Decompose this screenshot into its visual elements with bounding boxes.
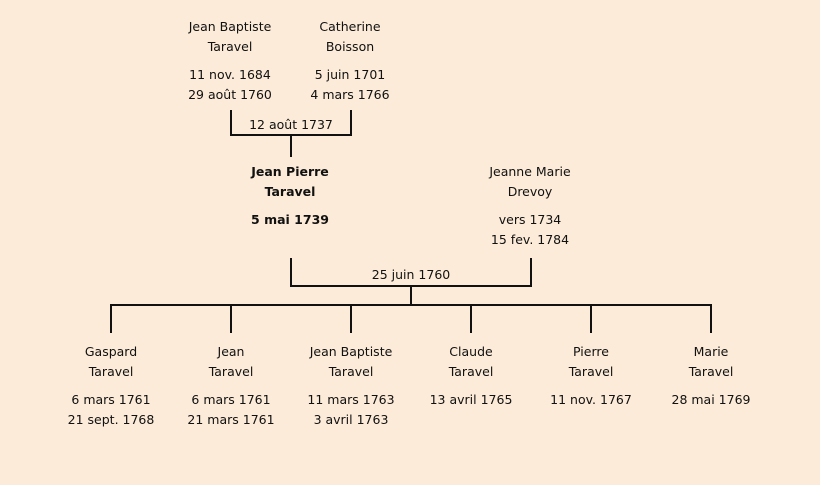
- connector-line: [110, 304, 712, 306]
- connector-line: [350, 110, 352, 136]
- person-last-name[interactable]: Taravel: [448, 364, 494, 379]
- person-first-name[interactable]: Claude: [449, 344, 493, 359]
- person-first-name[interactable]: Catherine: [319, 19, 381, 34]
- connector-line: [230, 304, 232, 333]
- connector-line: [350, 304, 352, 333]
- birth-date: 6 mars 1761: [71, 392, 151, 407]
- person-last-name[interactable]: Taravel: [264, 184, 316, 199]
- subject-marriage-date: 25 juin 1760: [371, 267, 451, 282]
- death-date: 21 mars 1761: [187, 412, 275, 427]
- spacer: [460, 202, 600, 210]
- person-first-name[interactable]: Jean Baptiste: [188, 19, 272, 34]
- spacer: [521, 382, 661, 390]
- person-first-name[interactable]: Marie: [693, 344, 729, 359]
- connector-line: [110, 304, 112, 333]
- connector-line: [470, 304, 472, 333]
- person-last-name[interactable]: Taravel: [88, 364, 134, 379]
- connector-line: [710, 304, 712, 333]
- connector-line: [290, 134, 292, 157]
- person-last-name[interactable]: Drevoy: [507, 184, 553, 199]
- spacer: [281, 382, 421, 390]
- parents-marriage-date: 12 août 1737: [249, 117, 333, 132]
- death-date: 15 fev. 1784: [490, 232, 570, 247]
- death-date: 3 avril 1763: [313, 412, 389, 427]
- birth-date: 6 mars 1761: [191, 392, 271, 407]
- person-first-name[interactable]: Gaspard: [84, 344, 138, 359]
- birth-date: 11 nov. 1767: [550, 392, 632, 407]
- birth-date: 11 mars 1763: [307, 392, 395, 407]
- death-date: 29 août 1760: [188, 87, 272, 102]
- death-date: 4 mars 1766: [310, 87, 390, 102]
- person-first-name[interactable]: Jean Pierre: [251, 164, 329, 179]
- birth-date: 5 juin 1701: [314, 67, 386, 82]
- person-last-name[interactable]: Taravel: [328, 364, 374, 379]
- spacer: [220, 202, 360, 210]
- spacer: [160, 57, 300, 65]
- person-last-name[interactable]: Taravel: [568, 364, 614, 379]
- death-date: 21 sept. 1768: [67, 412, 155, 427]
- person-first-name[interactable]: Jean: [217, 344, 245, 359]
- spacer: [41, 382, 181, 390]
- spacer: [161, 382, 301, 390]
- connector-line: [410, 285, 412, 306]
- connector-line: [530, 258, 532, 287]
- connector-line: [230, 110, 232, 136]
- spacer: [401, 382, 541, 390]
- spacer: [280, 57, 420, 65]
- spacer: [641, 382, 781, 390]
- birth-date: 5 mai 1739: [251, 212, 329, 227]
- person-last-name[interactable]: Boisson: [325, 39, 375, 54]
- birth-date: vers 1734: [498, 212, 562, 227]
- person-first-name[interactable]: Jean Baptiste: [309, 344, 393, 359]
- connector-line: [590, 304, 592, 333]
- person-first-name[interactable]: Jeanne Marie: [489, 164, 571, 179]
- person-last-name[interactable]: Taravel: [207, 39, 253, 54]
- birth-date: 28 mai 1769: [671, 392, 751, 407]
- person-last-name[interactable]: Taravel: [208, 364, 254, 379]
- birth-date: 13 avril 1765: [429, 392, 513, 407]
- person-last-name[interactable]: Taravel: [688, 364, 734, 379]
- connector-line: [290, 258, 292, 287]
- person-first-name[interactable]: Pierre: [573, 344, 609, 359]
- birth-date: 11 nov. 1684: [189, 67, 271, 82]
